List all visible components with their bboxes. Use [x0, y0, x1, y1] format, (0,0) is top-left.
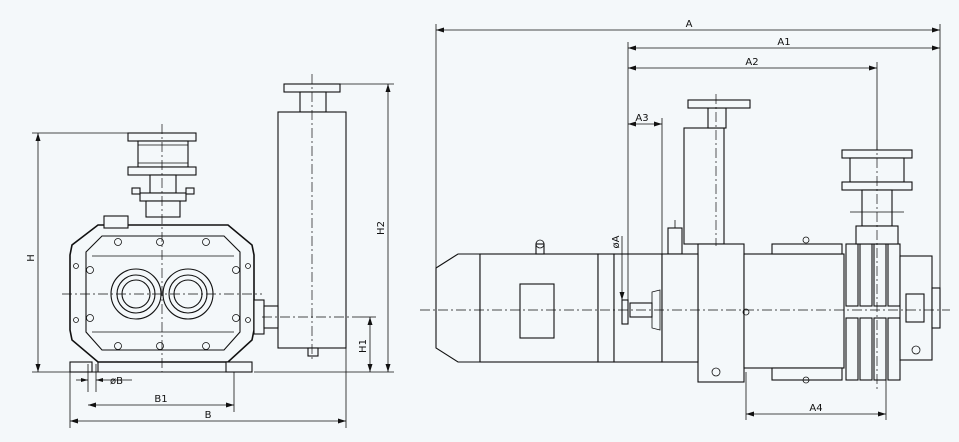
dim-H1: H1: [358, 316, 376, 372]
dim-A2: A2: [628, 57, 878, 150]
dim-phiA: øA: [611, 235, 625, 300]
dim-B1: B1: [88, 372, 235, 412]
dim-label-B: B: [205, 410, 212, 421]
silencer: [253, 83, 347, 357]
dim-A: A: [435, 19, 941, 288]
side-view: A A1 A2 A3 øA: [420, 19, 950, 420]
dim-label-A3: A3: [635, 113, 648, 124]
dim-A4: A4: [745, 372, 887, 420]
pump-block: [661, 99, 941, 384]
dim-label-H2: H2: [376, 221, 387, 235]
dim-label-A4: A4: [809, 403, 822, 414]
dim-phiB: øB: [76, 364, 132, 392]
dim-B: B: [69, 348, 347, 428]
dim-label-B1: B1: [154, 394, 167, 405]
dim-label-A2: A2: [745, 57, 758, 68]
dim-A1: A1: [627, 37, 940, 300]
dim-H2: H2: [254, 83, 394, 373]
dim-label-H1: H1: [358, 339, 369, 353]
dim-label-H: H: [26, 254, 37, 262]
dim-label-phiB: øB: [110, 376, 123, 387]
top-flange: [127, 132, 197, 218]
dim-label-A: A: [686, 19, 693, 30]
dim-A3: A3: [628, 113, 663, 254]
dim-label-phiA: øA: [611, 235, 622, 248]
dim-label-A1: A1: [777, 37, 790, 48]
dim-H: H: [26, 132, 128, 373]
motor: [435, 220, 683, 363]
front-view: H H2 H1 øB: [26, 74, 394, 428]
